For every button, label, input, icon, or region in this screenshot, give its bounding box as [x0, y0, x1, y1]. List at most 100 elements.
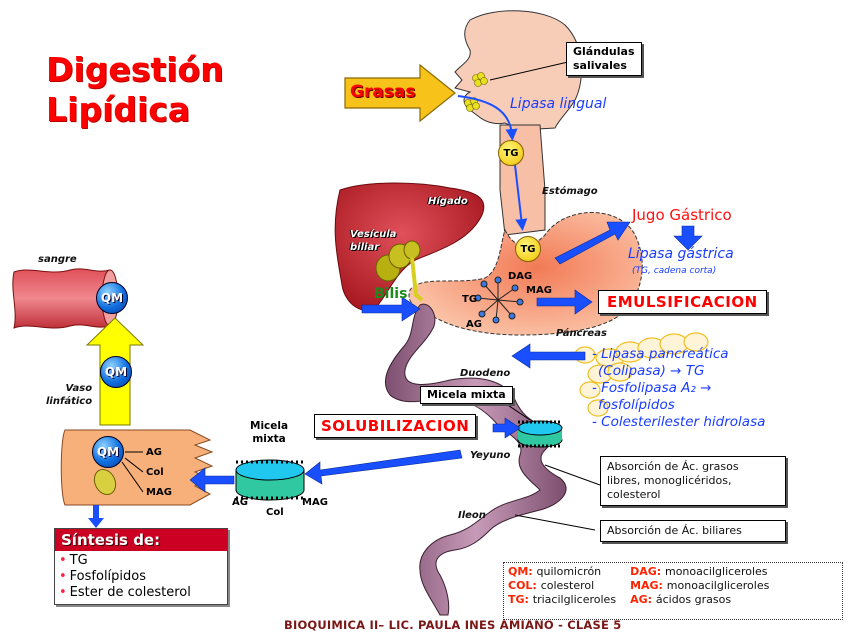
absorption-ileum-box: Absorción de Ác. biliares	[600, 520, 786, 542]
synthesis-item-text: TG	[69, 553, 88, 568]
duodenum-label: Duodeno	[460, 368, 511, 379]
pancreatic-enzyme-line-4: fosfolípidos	[598, 397, 675, 413]
enterocyte-nucleus	[93, 468, 117, 496]
process-arrows	[189, 221, 703, 493]
legend-key: MAG:	[630, 579, 663, 592]
enterocyte-input-arrows	[121, 451, 144, 493]
blood-vessel	[12, 268, 111, 329]
mixed-micelle-callout: Micela mixta	[420, 386, 513, 404]
lingual-lipase-label: Lipasa lingual	[510, 96, 607, 112]
synthesis-box: Síntesis de: •TG •Fosfolípidos •Ester de…	[54, 528, 228, 605]
qm-lymph: QM	[100, 356, 132, 388]
liver-label: Hígado	[428, 196, 468, 207]
droplet-label-ag: AG	[466, 319, 482, 330]
ileum-label: Ileon	[458, 510, 486, 521]
pancreatic-enzyme-line-3: - Fosfolipasa A₂ →	[592, 380, 712, 396]
synthesis-item: •TG	[55, 553, 227, 569]
bullet-icon: •	[59, 569, 67, 584]
solubilization-box: SOLUBILIZACION	[314, 414, 477, 438]
enterocyte-input-ag: AG	[146, 447, 162, 458]
pancreatic-enzyme-line-1: - Lipasa pancreática	[592, 346, 729, 362]
legend-entry: COL: colesterol	[508, 579, 616, 593]
legend-column-left: QM: quilomicrón COL: colesterol TG: tria…	[508, 565, 616, 617]
emulsion-droplet	[474, 276, 524, 324]
abbreviation-legend: QM: quilomicrón COL: colesterol TG: tria…	[503, 562, 843, 620]
pancreatic-enzyme-line-5: - Colesterilester hidrolasa	[592, 414, 766, 430]
legend-entry: AG: ácidos grasos	[630, 593, 769, 607]
lymph-vessel-line-1: Vaso	[65, 383, 93, 394]
legend-key: TG:	[508, 593, 529, 606]
pancreatic-enzyme-line-2: (Colipasa) → TG	[598, 363, 705, 379]
glands-line-2: salivales	[573, 59, 627, 72]
micelle-title-line-2: mixta	[252, 433, 286, 445]
legend-entry: QM: quilomicrón	[508, 565, 616, 579]
droplet-label-tg: TG	[462, 294, 478, 305]
gallbladder	[375, 240, 424, 302]
legend-value: monoacilgliceroles	[666, 579, 770, 592]
legend-value: monoacilgliceroles	[664, 565, 768, 578]
pancreatic-enzymes: - Lipasa pancreática (Colipasa) → TG - F…	[592, 346, 765, 431]
synthesis-item: •Fosfolípidos	[55, 569, 227, 585]
legend-key: AG:	[630, 593, 653, 606]
droplet-label-mag: MAG	[526, 285, 552, 296]
gastric-lipase-note: (TG, cadena corta)	[632, 266, 717, 276]
bullet-icon: •	[59, 585, 67, 600]
absorption-jejunum-line-1: Absorción de Ác. grasos	[607, 460, 739, 473]
qm-blood: QM	[96, 282, 128, 314]
gastric-lipase-label: Lipasa gástrica	[628, 246, 734, 262]
lymph-vessel-line-2: linfático	[46, 396, 93, 407]
synthesis-header: Síntesis de:	[55, 529, 227, 551]
micelle-title-line-1: Micela	[250, 420, 289, 432]
title-line-2: Lipídica	[46, 90, 191, 129]
enterocyte-input-mag: MAG	[146, 487, 172, 498]
micelle-label-ag: AG	[232, 497, 248, 508]
droplet-label-dag: DAG	[508, 271, 533, 282]
glands-line-1: Glándulas	[573, 45, 635, 58]
blood-label: sangre	[38, 254, 77, 265]
micelle-title: Micela mixta	[250, 420, 288, 446]
synthesis-item-text: Ester de colesterol	[69, 585, 191, 600]
lingual-path-arrow	[457, 95, 518, 141]
legend-column-right: DAG: monoacilgliceroles MAG: monoacilgli…	[630, 565, 769, 617]
grasas-label: Grasas	[350, 82, 416, 102]
salivary-glands	[464, 72, 488, 112]
glands-callout-line	[489, 61, 569, 81]
bile-label: Bilis	[374, 286, 408, 302]
legend-key: COL:	[508, 579, 537, 592]
micelle-large	[235, 459, 305, 501]
legend-key: DAG:	[630, 565, 662, 578]
legend-value: ácidos grasos	[655, 593, 732, 606]
tg-stomach-circle: TG	[515, 236, 541, 262]
intestine-shape	[384, 303, 567, 616]
legend-entry: TG: triacilgliceroles	[508, 593, 616, 607]
pancreas-shape	[574, 332, 709, 417]
gallbladder-line-1: Vesícula	[350, 229, 397, 240]
gallbladder-label: Vesícula biliar	[350, 228, 396, 254]
lymph-vessel-label: Vaso linfático	[46, 382, 92, 408]
head-silhouette	[454, 10, 583, 131]
stomach-label: Estómago	[542, 186, 598, 197]
esophagus-path-arrow	[514, 164, 528, 231]
micelle-label-mag: MAG	[302, 497, 328, 508]
jejunum-label: Yeyuno	[470, 450, 511, 461]
synthesis-item-text: Fosfolípidos	[69, 569, 147, 584]
grasas-arrow	[344, 63, 456, 123]
absorption-jejunum-line-2: libres, monoglicéridos,	[607, 474, 732, 487]
emulsification-box: EMULSIFICACION	[598, 290, 767, 314]
tg-mouth-circle: TG	[498, 140, 524, 166]
micelle-label-col: Col	[266, 507, 284, 518]
legend-value: colesterol	[540, 579, 595, 592]
legend-key: QM:	[508, 565, 533, 578]
page-title: Digestión Lipídica	[46, 50, 224, 130]
legend-value: triacilgliceroles	[532, 593, 617, 606]
footer-credit: BIOQUIMICA II– LIC. PAULA INES AMIANO - …	[284, 618, 622, 632]
absorption-jejunum-line-3: colesterol	[607, 488, 661, 501]
synthesis-item: •Ester de colesterol	[55, 585, 227, 601]
legend-entry: DAG: monoacilgliceroles	[630, 565, 769, 579]
gastric-juice-label: Jugo Gástrico	[632, 206, 732, 224]
qm-enterocyte: QM	[92, 436, 124, 468]
salivary-glands-callout: Glándulas salivales	[566, 42, 642, 76]
legend-value: quilomicrón	[536, 565, 602, 578]
enterocyte-input-col: Col	[146, 467, 164, 478]
